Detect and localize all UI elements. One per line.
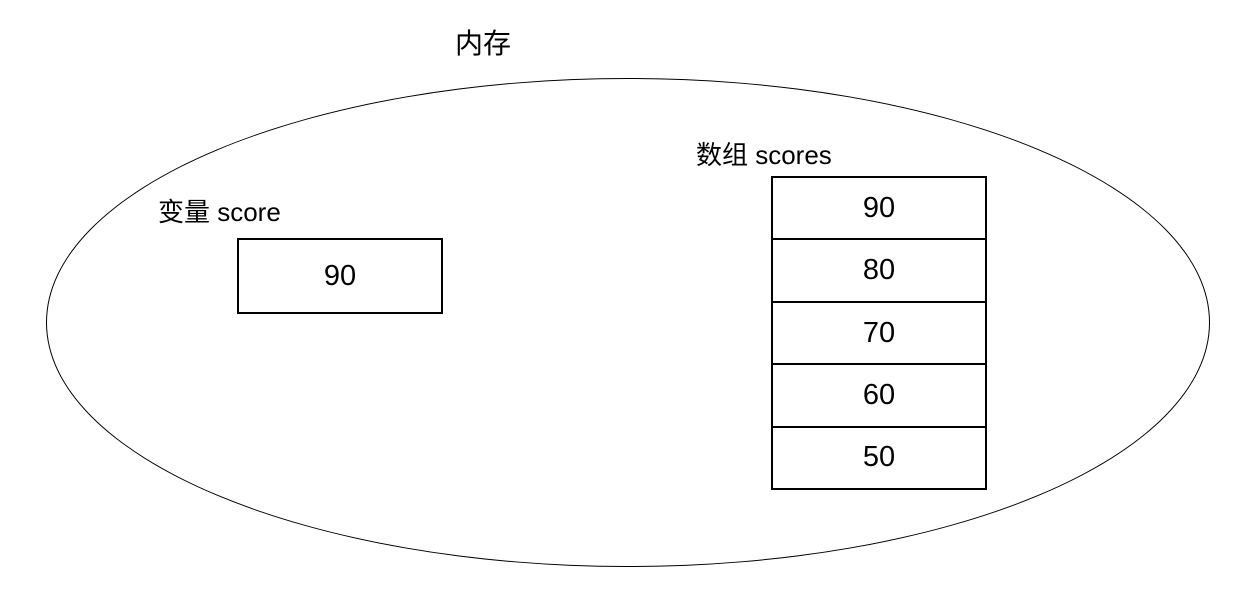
array-cell-value: 50 <box>862 441 896 474</box>
array-cell: 80 <box>773 240 985 303</box>
variable-value: 90 <box>323 259 357 292</box>
array-cell: 50 <box>773 428 985 488</box>
array-box: 90 80 70 60 50 <box>771 176 987 490</box>
array-cell-value: 90 <box>862 191 896 224</box>
array-cell-value: 60 <box>862 378 896 411</box>
diagram-title: 内存 <box>455 28 512 59</box>
array-cell: 90 <box>773 178 985 241</box>
array-cell: 60 <box>773 365 985 428</box>
array-cell-value: 80 <box>862 254 896 287</box>
variable-box: 90 <box>237 238 443 314</box>
array-label: 数组 scores <box>696 140 832 170</box>
memory-boundary-ellipse <box>46 78 1210 567</box>
array-cell-value: 70 <box>862 316 896 349</box>
variable-label: 变量 score <box>158 197 281 227</box>
array-cell: 70 <box>773 303 985 366</box>
